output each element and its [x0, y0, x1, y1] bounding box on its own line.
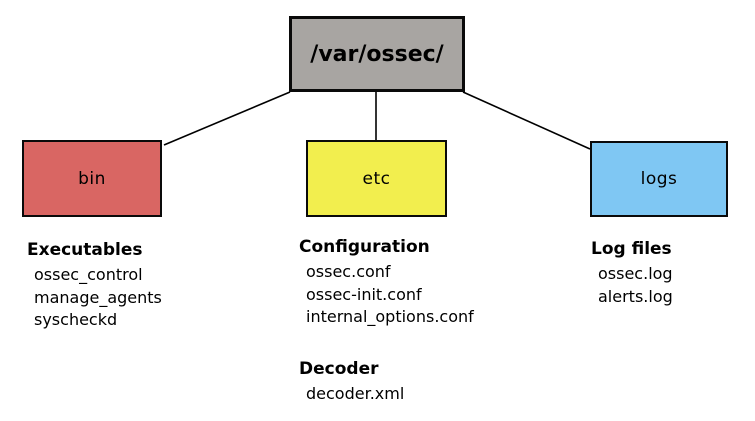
- list-item: ossec.conf: [306, 262, 391, 281]
- node-root-label: /var/ossec/: [310, 41, 444, 67]
- node-bin-box: bin: [22, 140, 162, 217]
- list-item: syscheckd: [34, 310, 118, 329]
- list-item: alerts.log: [598, 286, 673, 306]
- list-item: internal_options.conf: [306, 307, 474, 326]
- section-decoder-heading: Decoder: [299, 359, 379, 379]
- connector-root-to-logs: [462, 91, 591, 150]
- node-bin-label: bin: [78, 168, 106, 189]
- section-executables-heading: Executables: [27, 240, 143, 260]
- section-configuration-heading: Configuration: [299, 237, 430, 257]
- node-etc-box: etc: [306, 140, 447, 217]
- section-log-files-heading: Log files: [591, 239, 672, 259]
- section-decoder: Decoder decoder.xml: [299, 356, 404, 406]
- node-etc-label: etc: [362, 168, 391, 189]
- list-item: ossec-init.conf: [306, 284, 422, 304]
- list-item: ossec_control: [34, 265, 143, 284]
- list-item: decoder.xml: [306, 384, 405, 403]
- node-logs-label: logs: [640, 169, 678, 189]
- section-executables: Executables ossec_control manage_agents …: [27, 237, 162, 332]
- list-item: manage_agents: [34, 287, 162, 307]
- list-item: ossec.log: [598, 264, 673, 283]
- section-log-files: Log files ossec.log alerts.log: [591, 236, 673, 308]
- connector-root-to-bin: [163, 91, 291, 146]
- node-root-box: /var/ossec/: [289, 16, 465, 92]
- node-logs-box: logs: [590, 141, 728, 217]
- section-configuration: Configuration ossec.conf ossec-init.conf…: [299, 234, 474, 329]
